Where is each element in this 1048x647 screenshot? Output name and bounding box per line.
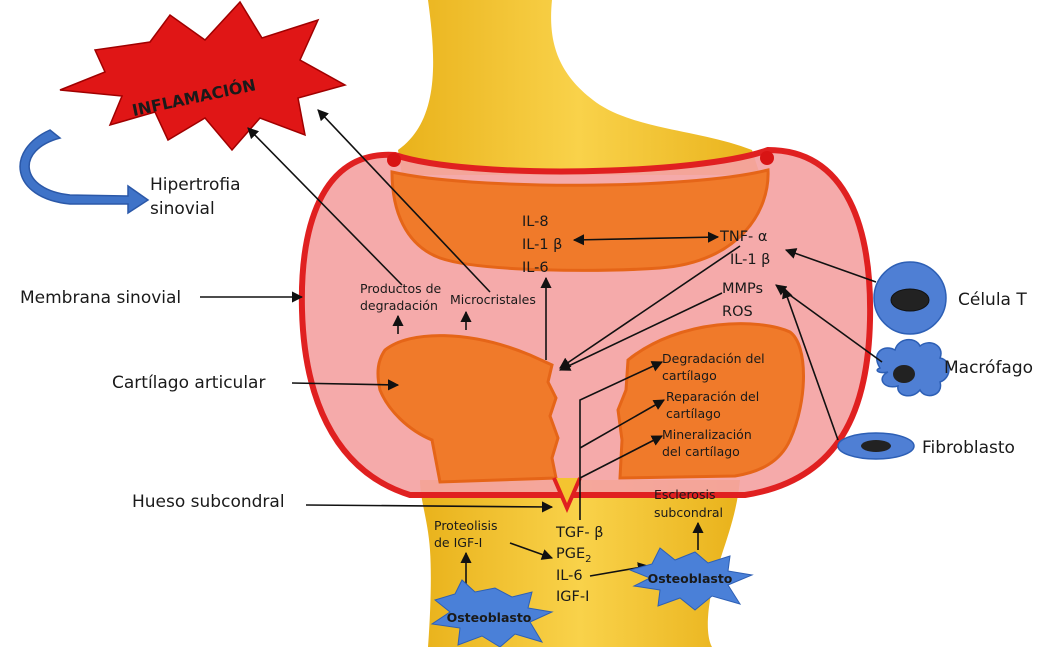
cartilage-label: Cartílago articular [112,373,265,393]
products-label-line2: degradación [360,298,438,313]
membrane-label: Membrana sinovial [20,288,181,308]
sclerosis-line1: Esclerosis [654,487,715,502]
fibroblast-nucleus [861,440,891,452]
mediator-ros: ROS [722,304,753,320]
mediator-mmps: MMPs [722,281,763,297]
factor-il6: IL-6 [556,568,583,584]
osteoblast-right-label: Osteoblasto [648,571,733,586]
effect-mineral-line2: del cartílago [662,444,740,459]
mediator-il8: IL-8 [522,214,549,230]
hypertrophy-label-line2: sinovial [150,199,215,219]
factor-pge-main: PGE [556,546,585,562]
mediator-il6: IL-6 [522,260,549,276]
hypertrophy-arrow [20,130,148,213]
inflammation-burst [60,2,345,150]
macrophage-nucleus [893,365,915,383]
effect-degradation-line2: cartílago [662,368,717,383]
upper-cartilage [392,170,768,270]
effect-repair-line2: cartílago [666,406,721,421]
macrophage-label: Macrófago [944,358,1033,378]
synovium-attachment-right [760,151,774,165]
effect-degradation-line1: Degradación del [662,351,765,366]
t-cell-nucleus [891,289,929,311]
mediator-il1b: IL-1 β [522,237,562,253]
factor-pge-subscript: 2 [585,554,591,565]
factor-tgf: TGF- β [555,525,604,541]
mediator-il1b-right: IL-1 β [730,252,770,268]
macrophage-body [877,340,949,396]
t-cell-label: Célula T [958,290,1027,310]
microcrystals-label: Microcristales [450,292,536,307]
effect-repair-line1: Reparación del [666,389,759,404]
hypertrophy-label-line1: Hipertrofia [150,175,241,195]
sclerosis-line2: subcondral [654,505,723,520]
proteolysis-line2: de IGF-I [434,535,482,550]
fibroblast-label: Fibroblasto [922,438,1015,458]
factor-igf: IGF-I [556,589,589,605]
mediator-tnf: TNF- α [719,229,767,245]
effect-mineral-line1: Mineralización [662,427,752,442]
proteolysis-line1: Proteolisis [434,518,498,533]
upper-bone [398,0,760,175]
bone-label: Hueso subcondral [132,492,285,512]
osteoblast-left-label: Osteoblasto [447,610,532,625]
synovium-attachment-left [387,153,401,167]
